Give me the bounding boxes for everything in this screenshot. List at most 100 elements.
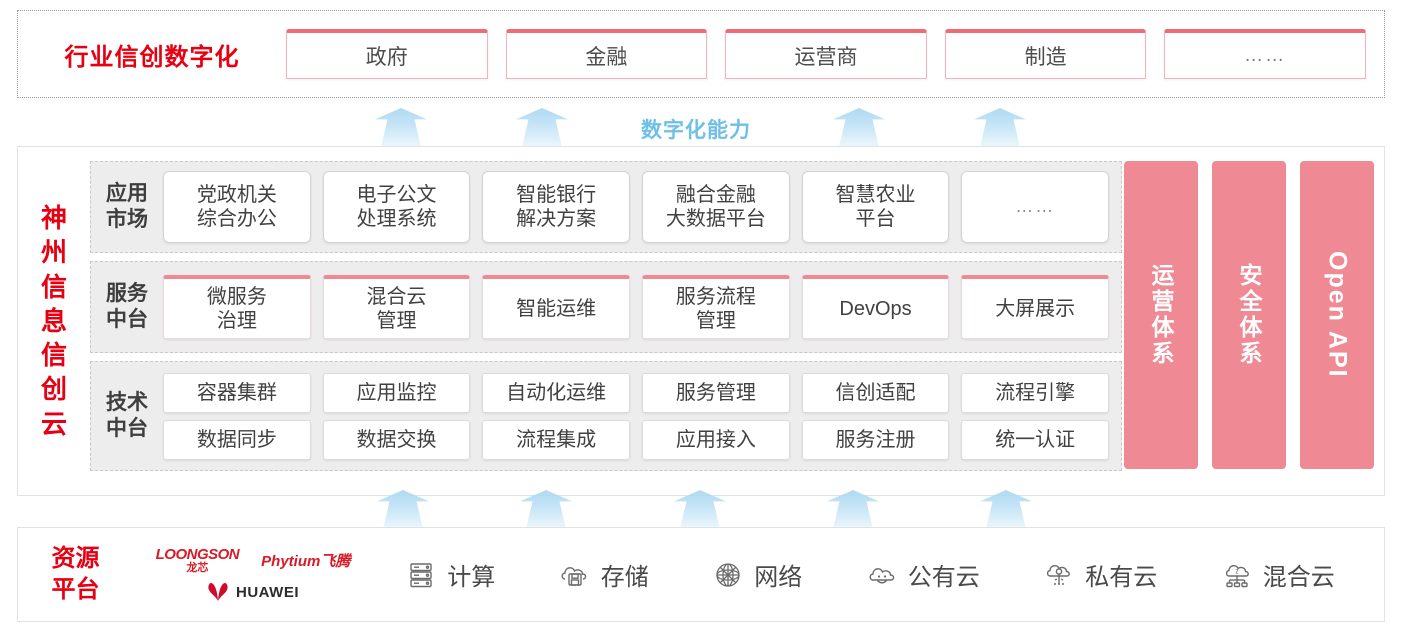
svc-card-service-process-mgmt[interactable]: 服务流程 管理	[642, 275, 790, 339]
svc-card-hybrid-line-2: 管理	[376, 309, 417, 332]
capability-arrow-2	[516, 108, 568, 146]
pillar-open-api[interactable]: Open API	[1300, 161, 1374, 469]
industry-card-list: 政府 金融 运营商 制造 ……	[286, 29, 1384, 79]
tech-card-process-integration[interactable]: 流程集成	[482, 419, 631, 460]
resource-title-line-1: 资源	[51, 544, 100, 572]
app-card-gov-office[interactable]: 党政机关 综合办公	[163, 171, 311, 243]
technology-card-row-2: 数据同步 数据交换 流程集成 应用接入 服务注册 统一认证	[163, 419, 1110, 460]
tech-card-service-mgmt[interactable]: 服务管理	[642, 372, 790, 413]
pillar-security-system[interactable]: 安全体系	[1212, 161, 1286, 469]
app-card-edoc-line-2: 处理系统	[356, 208, 437, 230]
server-icon	[410, 562, 432, 587]
technology-card-grid: 容器集群 应用监控 自动化运维 服务管理 信创适配 流程引擎 数据同步 数据交换…	[163, 372, 1121, 460]
band-label-line-1: 应用	[106, 181, 148, 205]
tech-card-service-registry[interactable]: 服务注册	[801, 419, 950, 460]
tech-card-app-access[interactable]: 应用接入	[642, 419, 790, 460]
cloud-title-char-5: 信	[40, 340, 67, 371]
public-cloud-icon	[869, 567, 895, 583]
app-card-gov-office-line-1: 党政机关	[196, 184, 277, 206]
cloud-frame: 神 州 信 息 信 创 云 应用 市场 党政机关 综合办公	[17, 146, 1385, 496]
band-label-tech-line-2: 中台	[106, 417, 148, 440]
tech-card-unified-auth[interactable]: 统一认证	[961, 419, 1110, 460]
band-label-line-2: 市场	[106, 208, 148, 231]
resource-item-list: 计算 存储	[373, 557, 1384, 592]
tech-card-container-cluster[interactable]: 容器集群	[163, 372, 311, 413]
tech-card-process-engine[interactable]: 流程引擎	[961, 372, 1110, 413]
industry-band: 行业信创数字化 政府 金融 运营商 制造 ……	[17, 10, 1385, 98]
app-card-smart-bank[interactable]: 智能银行 解决方案	[482, 171, 631, 243]
resource-item-private-cloud[interactable]: 私有云	[1042, 557, 1157, 592]
private-cloud-icon	[1047, 564, 1071, 585]
svc-card-intelligent-ops-line-1: 智能运维	[516, 297, 597, 320]
capability-arrow-3	[833, 108, 885, 146]
pillar-security-label: 安全体系	[1236, 263, 1262, 367]
svc-card-hybrid-line-1: 混合云	[366, 285, 427, 308]
svg-text:z: z	[1235, 568, 1239, 575]
band-label-application-market: 应用 市场	[91, 181, 163, 234]
svc-card-dashboard-line-1: 大屏展示	[995, 297, 1076, 320]
resource-platform-title: 资源 平台	[18, 544, 133, 605]
band-label-service-line-1: 服务	[106, 281, 148, 305]
tech-card-app-monitoring[interactable]: 应用监控	[322, 372, 471, 413]
resource-item-compute[interactable]: 计算	[404, 557, 495, 592]
industry-card-government[interactable]: 政府	[286, 29, 488, 79]
svc-card-microservice-governance[interactable]: 微服务 治理	[163, 275, 311, 339]
service-card-list: 微服务 治理 混合云 管理 智能运维	[163, 275, 1121, 339]
pillar-operations-label: 运营体系	[1148, 263, 1174, 367]
band-application-market: 应用 市场 党政机关 综合办公 电子公文 处理系统	[90, 161, 1122, 253]
huawei-petal-icon	[208, 583, 228, 601]
industry-card-manufacturing[interactable]: 制造	[944, 29, 1147, 79]
resource-item-compute-label: 计算	[447, 564, 496, 591]
svc-card-dashboard[interactable]: 大屏展示	[961, 275, 1110, 339]
pillar-operations-system[interactable]: 运营体系	[1124, 161, 1198, 469]
svc-card-hybrid-cloud-mgmt[interactable]: 混合云 管理	[322, 275, 471, 339]
svc-card-devops[interactable]: DevOps	[801, 275, 950, 339]
band-service-platform: 服务 中台 微服务 治理 混合云 管理	[90, 261, 1122, 353]
app-card-smart-agriculture[interactable]: 智慧农业 平台	[801, 171, 950, 243]
tech-card-data-sync[interactable]: 数据同步	[163, 419, 311, 460]
app-card-gov-office-line-2: 综合办公	[196, 208, 277, 230]
app-card-smart-bank-line-1: 智能银行	[516, 184, 597, 206]
cloud-platform-title: 神 州 信 息 信 创 云	[18, 147, 90, 495]
capability-arrow-1	[375, 108, 427, 146]
app-card-finance-bigdata-line-2: 大数据平台	[665, 208, 766, 230]
tech-card-data-exchange[interactable]: 数据交换	[322, 419, 471, 460]
resource-item-storage[interactable]: 存储	[558, 557, 649, 592]
band-label-service-platform: 服务 中台	[91, 281, 163, 334]
svc-card-process-line-2: 管理	[695, 309, 736, 332]
resource-item-private-cloud-label: 私有云	[1085, 564, 1158, 591]
industry-title: 行业信创数字化	[64, 43, 240, 71]
band-label-service-line-2: 中台	[106, 308, 148, 331]
resource-item-public-cloud[interactable]: 公有云	[865, 557, 980, 592]
cloud-storage-icon	[561, 566, 587, 586]
tech-card-xinchuang-adaptation[interactable]: 信创适配	[801, 372, 950, 413]
industry-card-operator[interactable]: 运营商	[725, 29, 927, 79]
industry-card-more[interactable]: ……	[1164, 29, 1366, 79]
svc-card-process-line-1: 服务流程	[675, 285, 756, 308]
svc-card-devops-line-1: DevOps	[839, 297, 912, 320]
resource-item-hybrid-cloud[interactable]: z 混合云	[1220, 557, 1335, 592]
svc-card-micro-line-2: 治理	[216, 309, 257, 332]
cloud-body: 应用 市场 党政机关 综合办公 电子公文 处理系统	[90, 147, 1384, 495]
resource-platform-frame: 资源 平台 LOONGSON 龙芯 Phytium飞腾 HUAWEI	[17, 527, 1385, 622]
cloud-title-char-7: 云	[40, 408, 67, 439]
cloud-title-char-1: 神	[40, 202, 67, 233]
capability-arrow-4	[974, 108, 1026, 146]
app-card-finance-bigdata[interactable]: 融合金融 大数据平台	[642, 171, 790, 243]
app-card-more[interactable]: ……	[961, 171, 1110, 243]
tech-card-automated-ops[interactable]: 自动化运维	[482, 372, 631, 413]
loongson-logo: LOONGSON 龙芯	[156, 547, 240, 574]
vendor-logo-row-2: HUAWEI	[207, 582, 299, 602]
industry-card-finance[interactable]: 金融	[505, 29, 708, 79]
resource-title-line-2: 平台	[51, 575, 100, 603]
pillar-open-api-label: Open API	[1323, 251, 1352, 379]
huawei-logo-text: HUAWEI	[236, 583, 299, 601]
resource-item-network[interactable]: 网络	[711, 557, 802, 592]
pillar-list: 运营体系 安全体系 Open API	[1124, 161, 1374, 469]
loongson-logo-text: LOONGSON	[155, 546, 240, 563]
app-card-edoc-system[interactable]: 电子公文 处理系统	[322, 171, 471, 243]
phytium-logo: Phytium飞腾	[261, 553, 351, 570]
svc-card-intelligent-ops[interactable]: 智能运维	[482, 275, 631, 339]
band-label-technology-platform: 技术 中台	[91, 390, 163, 443]
